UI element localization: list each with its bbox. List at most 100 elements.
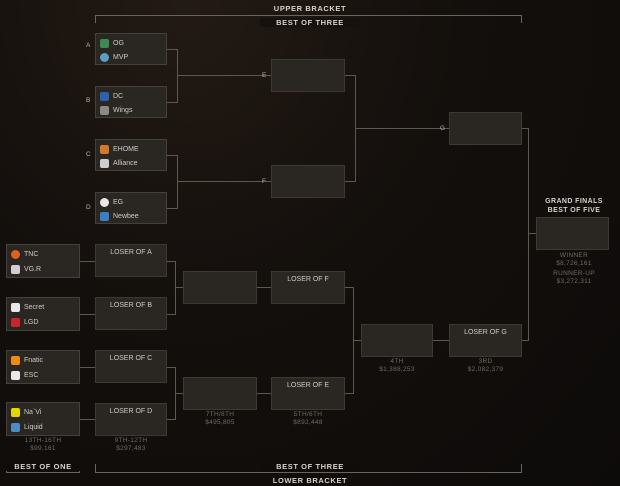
connector: [167, 49, 177, 50]
group-label: C: [86, 151, 91, 158]
prize-3rd: 3RD: [478, 358, 493, 365]
divider-tick: [95, 15, 96, 23]
connector: [345, 75, 355, 76]
group-label: B: [86, 97, 91, 104]
connector: [345, 393, 353, 394]
prize-13th-16th: 13TH-16TH: [24, 437, 62, 444]
navi-logo-icon: [11, 408, 20, 417]
loser-of-e-label: LOSER OF E: [286, 382, 329, 389]
connector: [175, 393, 183, 394]
wings-logo-icon: [100, 106, 109, 115]
lower-r1-match-2[interactable]: Secret LGD: [6, 297, 80, 331]
connector: [167, 102, 177, 103]
og-logo-icon: [100, 39, 109, 48]
team-name: TNC: [24, 251, 39, 258]
match-box[interactable]: OG MVP: [95, 33, 167, 65]
lower-final-match[interactable]: LOSER OF G: [449, 324, 522, 357]
upper-match-f[interactable]: [271, 165, 345, 198]
alliance-logo-icon: [100, 159, 109, 168]
lower-r2-match-d[interactable]: LOSER OF D: [95, 403, 167, 436]
lower-r3-match-1[interactable]: [183, 271, 257, 304]
connector: [167, 419, 175, 420]
loser-of-f-label: LOSER OF F: [287, 276, 329, 283]
divider-tick: [521, 15, 522, 23]
connector: [345, 181, 355, 182]
connector: [522, 340, 529, 341]
lower-bracket-title: LOWER BRACKET: [272, 476, 348, 485]
team-row[interactable]: EG: [100, 198, 123, 207]
team-name: Wings: [113, 107, 133, 114]
upper-match-g[interactable]: [449, 112, 522, 145]
connector: [175, 261, 176, 315]
winner-prize: $8,726,161: [556, 260, 592, 267]
team-row[interactable]: LGD: [11, 318, 38, 327]
lower-r2-match-a[interactable]: LOSER OF A: [95, 244, 167, 277]
lower-r5-match[interactable]: [361, 324, 433, 357]
team-name: ESC: [24, 372, 39, 379]
upper-format-label: BEST OF THREE: [260, 18, 360, 27]
group-label: D: [86, 204, 91, 211]
team-row[interactable]: Secret: [11, 303, 44, 312]
secret-logo-icon: [11, 303, 20, 312]
lower-r3-match-2[interactable]: [183, 377, 257, 410]
lower-r1-match-4[interactable]: Na`Vi Liquid: [6, 402, 80, 436]
best-of-one-divider: [6, 472, 80, 473]
divider-tick: [521, 464, 522, 472]
match-box[interactable]: EG Newbee: [95, 192, 167, 224]
prize-5th-6th: 5TH/6TH: [293, 411, 323, 418]
match-label-f: F: [262, 178, 266, 185]
team-row[interactable]: VG.R: [11, 265, 41, 274]
lower-r4-match-f[interactable]: LOSER OF F: [271, 271, 345, 304]
connector: [167, 261, 175, 262]
grand-finals-match[interactable]: [536, 217, 609, 250]
upper-match-e[interactable]: [271, 59, 345, 92]
team-row[interactable]: Liquid: [11, 423, 43, 432]
connector: [177, 155, 178, 209]
team-row[interactable]: Fnatic: [11, 356, 43, 365]
prize-5th-6th-value: $892,448: [293, 419, 323, 426]
match-box[interactable]: DC Wings: [95, 86, 167, 118]
connector: [80, 261, 95, 262]
team-row[interactable]: Wings: [100, 106, 132, 115]
prize-13th-16th-value: $99,161: [30, 445, 56, 452]
lower-r1-match-1[interactable]: TNC VG.R: [6, 244, 80, 278]
lower-format-divider: [95, 472, 522, 473]
team-row[interactable]: Alliance: [100, 159, 138, 168]
loser-of-g-label: LOSER OF G: [464, 329, 507, 336]
team-row[interactable]: TNC: [11, 250, 38, 259]
prize-7th-8th-value: $495,805: [205, 419, 235, 426]
lgd-logo-icon: [11, 318, 20, 327]
lower-r2-match-c[interactable]: LOSER OF C: [95, 350, 167, 383]
runner-up-prize: $3,272,311: [556, 278, 592, 285]
lower-r4-match-e[interactable]: LOSER OF E: [271, 377, 345, 410]
lower-r2-match-b[interactable]: LOSER OF B: [95, 297, 167, 330]
team-row[interactable]: Newbee: [100, 212, 139, 221]
team-row[interactable]: OG: [100, 39, 124, 48]
team-name: OG: [113, 40, 124, 47]
prize-7th-8th: 7TH/8TH: [205, 411, 235, 418]
team-name: LGD: [24, 319, 39, 326]
prize-9th-12th: 9TH-12TH: [114, 437, 148, 444]
lower-r1-match-3[interactable]: Fnatic ESC: [6, 350, 80, 384]
prize-9th-12th-value: $297,483: [116, 445, 146, 452]
team-row[interactable]: DC: [100, 92, 123, 101]
esc-logo-icon: [11, 371, 20, 380]
team-name: VG.R: [24, 266, 42, 273]
group-label: A: [86, 42, 91, 49]
mvp-logo-icon: [100, 53, 109, 62]
upper-format-divider: [95, 15, 522, 16]
ehome-logo-icon: [100, 145, 109, 154]
team-row[interactable]: EHOME: [100, 145, 139, 154]
team-row[interactable]: ESC: [11, 371, 38, 380]
best-of-one-label: BEST OF ONE: [6, 462, 80, 471]
team-name: Na`Vi: [24, 409, 42, 416]
runner-up-label: RUNNER-UP: [553, 270, 595, 277]
team-name: EG: [113, 199, 124, 206]
connector: [257, 287, 271, 288]
newbee-logo-icon: [100, 212, 109, 221]
upper-bracket-title: UPPER BRACKET: [273, 4, 347, 13]
connector: [522, 128, 528, 129]
team-row[interactable]: MVP: [100, 53, 128, 62]
team-row[interactable]: Na`Vi: [11, 408, 41, 417]
match-box[interactable]: EHOME Alliance: [95, 139, 167, 171]
